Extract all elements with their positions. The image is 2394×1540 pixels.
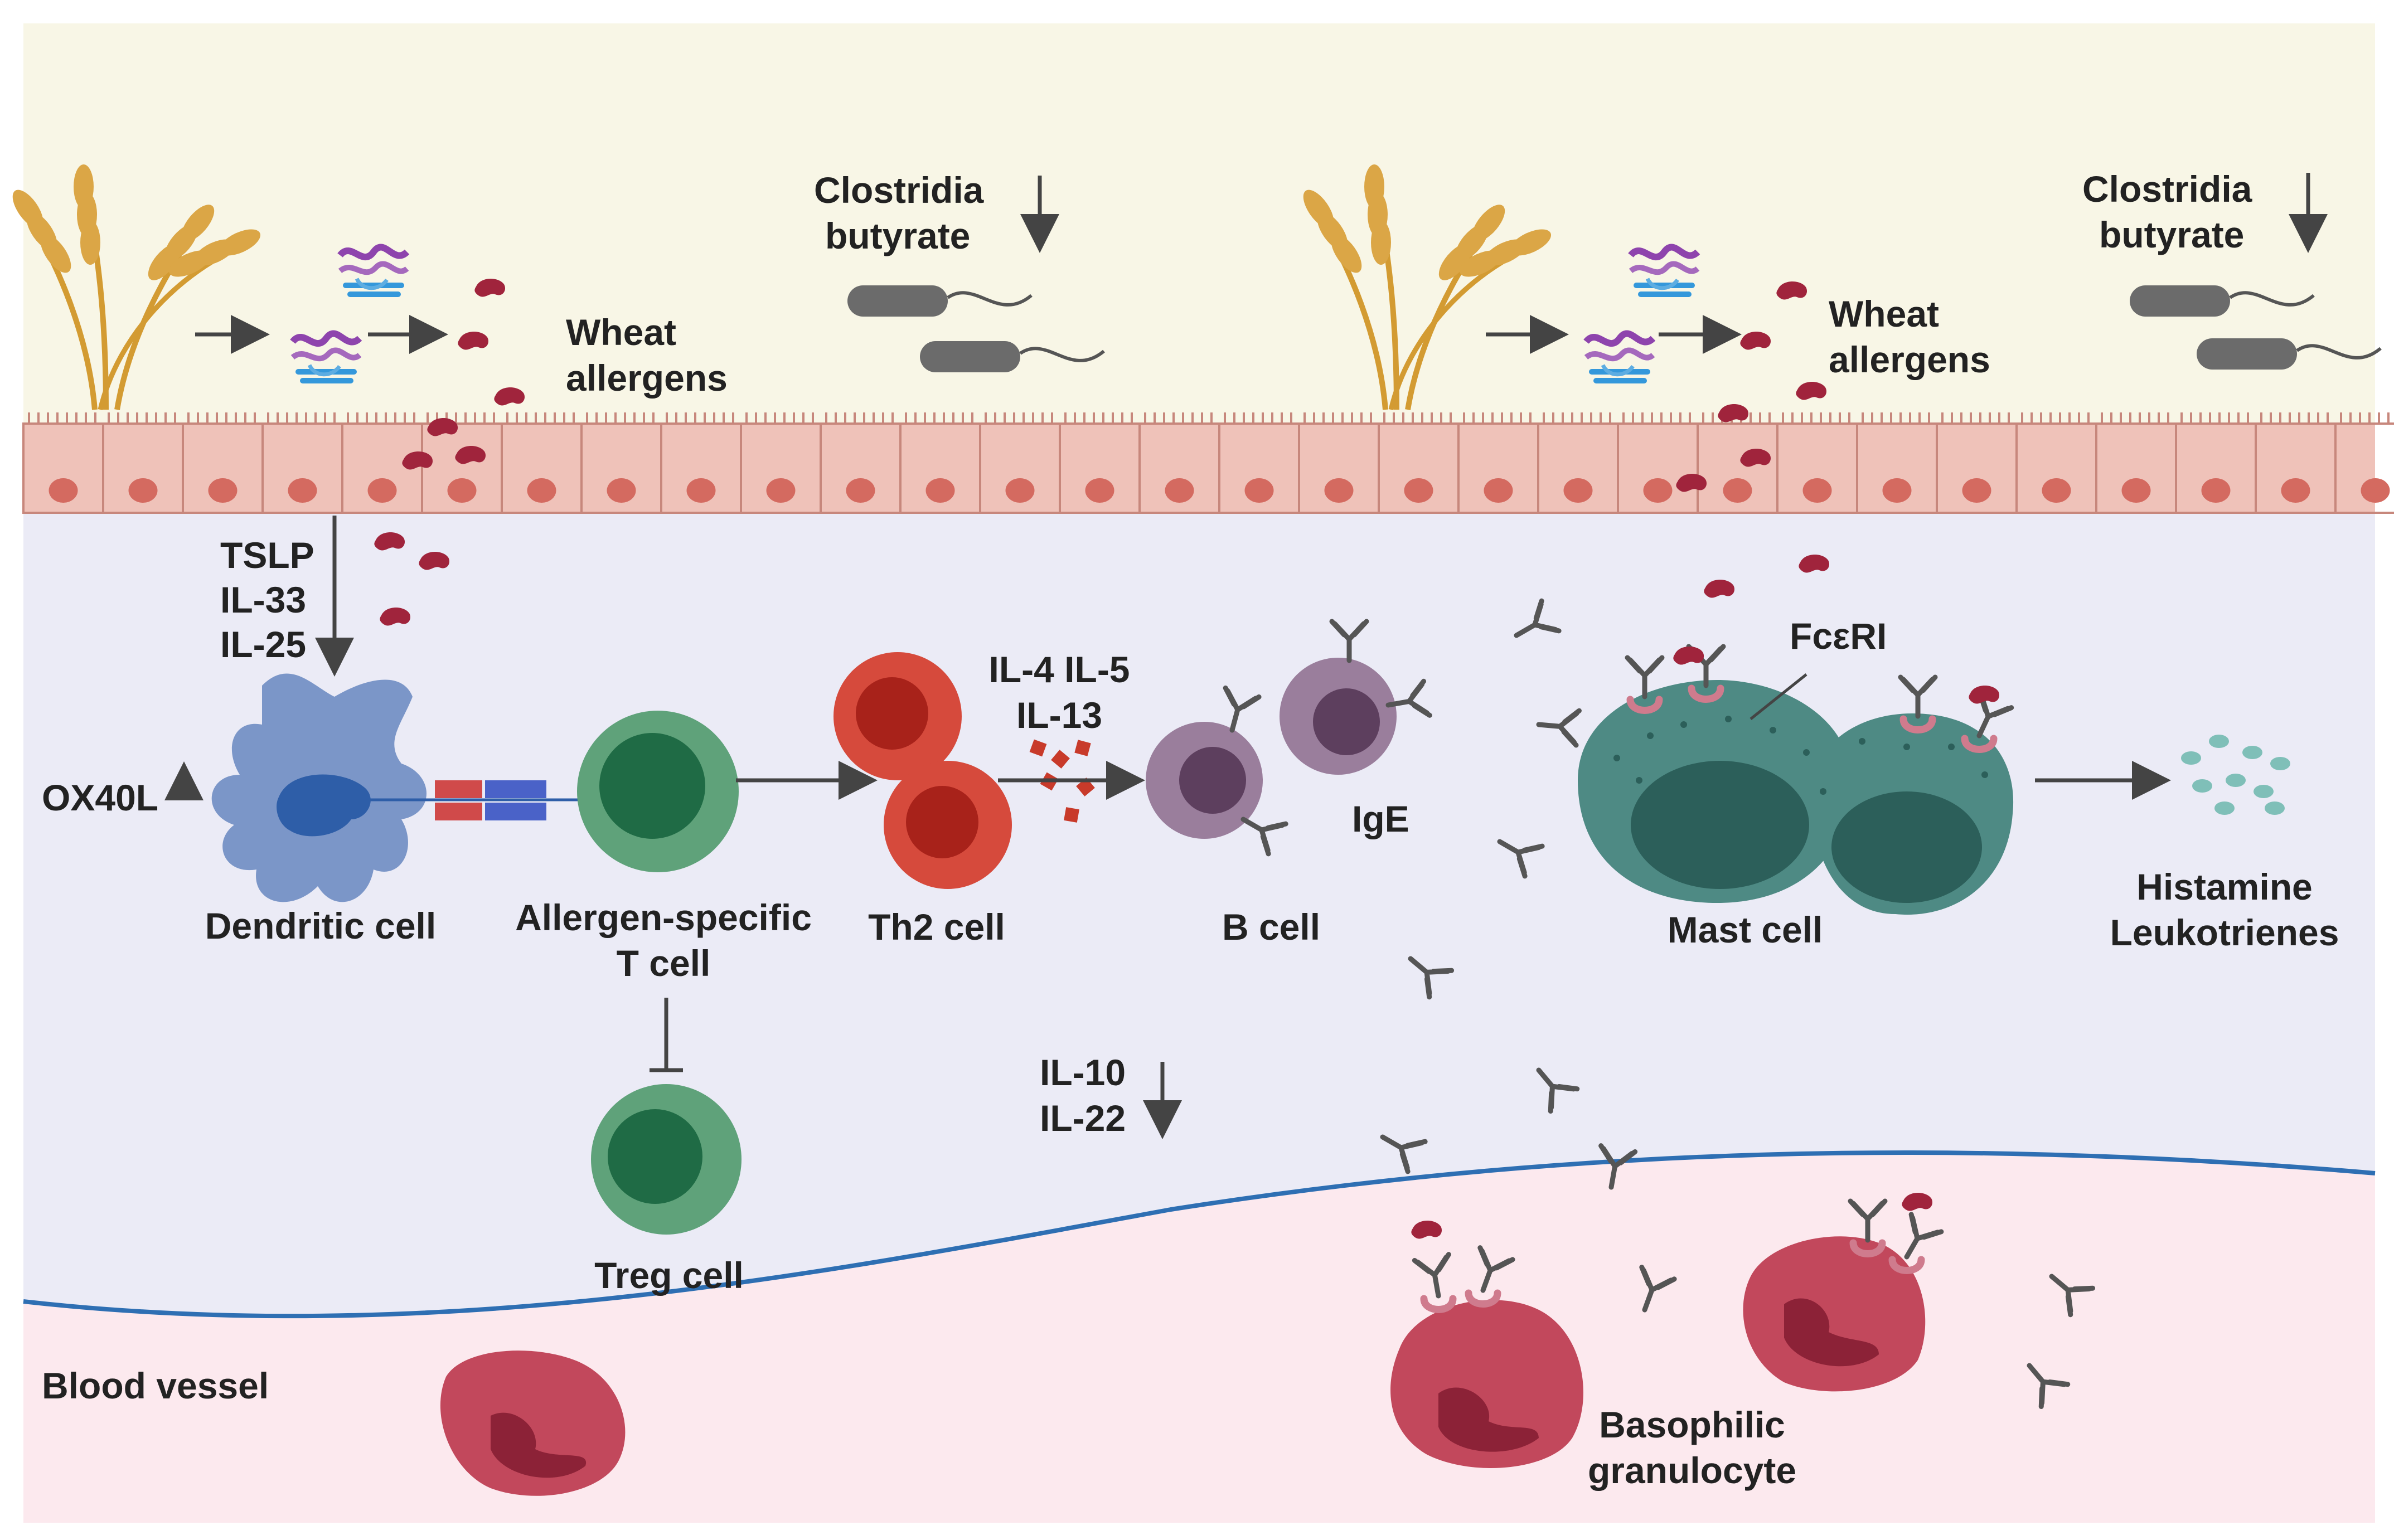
epithelial-nucleus [1484, 478, 1513, 503]
epithelial-nucleus [1882, 478, 1912, 503]
epithelial-nucleus [1165, 478, 1194, 503]
epithelial-nucleus [1563, 478, 1593, 503]
epithelial-cell [2334, 422, 2394, 514]
epithelial-nucleus [2361, 478, 2390, 503]
histamine-label: Histamine [2136, 866, 2313, 907]
epithelial-nucleus [1324, 478, 1354, 503]
epithelial-nucleus [925, 478, 955, 503]
il33-label: IL-33 [220, 579, 307, 620]
epithelial-nucleus [686, 478, 716, 503]
epithelial-nucleus [1005, 478, 1035, 503]
il13-label: IL-13 [1016, 694, 1103, 736]
epithelial-nucleus [1643, 478, 1673, 503]
epithelial-nucleus [846, 478, 875, 503]
th2-cell-label: Th2 cell [868, 906, 1005, 948]
epithelial-nucleus [2121, 478, 2151, 503]
epithelial-nucleus [208, 478, 238, 503]
epithelial-nucleus [1802, 478, 1832, 503]
mast-cell-label: Mast cell [1667, 909, 1823, 950]
epithelial-nucleus [766, 478, 796, 503]
wheat-allergens-label-right-2: allergens [1829, 339, 1990, 380]
ige-label: IgE [1352, 798, 1409, 839]
ox40l-label: OX40L [42, 777, 159, 818]
t-cell-label-2: T cell [616, 943, 711, 984]
butyrate-label-right: butyrate [2099, 214, 2245, 255]
treg-cell-label: Treg cell [594, 1255, 744, 1296]
dendritic-cell-label: Dendritic cell [205, 905, 437, 946]
fceri-label: FcεRI [1790, 615, 1887, 657]
epithelial-nucleus [1962, 478, 1991, 503]
basophilic-label-1: Basophilic [1599, 1404, 1785, 1445]
clostridia-label-left: Clostridia [814, 169, 984, 211]
epithelial-nucleus [128, 478, 158, 503]
wheat-allergens-label-right-1: Wheat [1829, 293, 1939, 334]
epithelial-nucleus [2042, 478, 2071, 503]
wheat-allergens-label-left-2: allergens [566, 357, 728, 399]
epithelial-nucleus [1723, 478, 1752, 503]
leukotrienes-label: Leukotrienes [2110, 912, 2339, 953]
epithelial-nucleus [2201, 478, 2231, 503]
b-cell-label: B cell [1222, 906, 1321, 948]
epithelial-nucleus [527, 478, 556, 503]
il10-label: IL-10 [1040, 1052, 1126, 1093]
il22-label: IL-22 [1040, 1097, 1126, 1139]
epithelial-nucleus [607, 478, 636, 503]
epithelial-nucleus [1244, 478, 1274, 503]
clostridia-label-right: Clostridia [2082, 168, 2252, 210]
il4-il5-label: IL-4 IL-5 [988, 649, 1130, 690]
basophilic-label-2: granulocyte [1587, 1450, 1797, 1491]
epithelial-nucleus [367, 478, 397, 503]
epithelial-nucleus [2281, 478, 2310, 503]
epithelial-nucleus [49, 478, 78, 503]
epithelial-nucleus [1085, 478, 1114, 503]
t-cell-label-1: Allergen-specific [515, 897, 812, 938]
epithelial-nucleus [288, 478, 317, 503]
epithelial-nucleus [1404, 478, 1433, 503]
tslp-label: TSLP [220, 535, 314, 576]
wheat-allergens-label-left-1: Wheat [566, 312, 676, 353]
epithelial-nucleus [447, 478, 477, 503]
il25-label: IL-25 [220, 624, 307, 665]
blood-vessel-label: Blood vessel [42, 1365, 269, 1406]
butyrate-label-left: butyrate [825, 215, 971, 256]
